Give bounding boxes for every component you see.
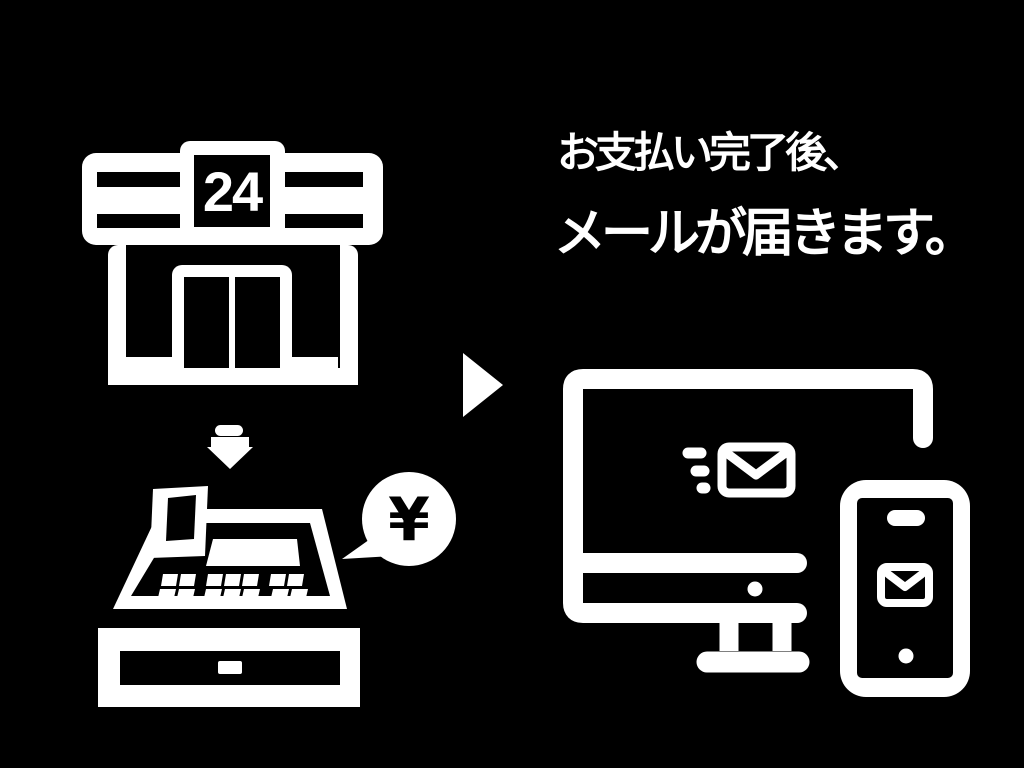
speed-lines — [682, 447, 711, 494]
envelope-flap — [723, 449, 789, 480]
store-window-sill-left — [126, 357, 172, 368]
desktop-monitor-icon — [563, 369, 933, 673]
email-send-icon — [682, 442, 796, 498]
smartphone-icon — [840, 480, 970, 697]
register-keys-row1 — [161, 574, 304, 586]
register-display — [206, 539, 300, 566]
yen-symbol: ¥ — [388, 485, 430, 555]
right-triangle-icon — [463, 353, 503, 417]
register-keys-row2 — [157, 589, 308, 602]
monitor-power-dot — [747, 581, 763, 597]
store-window-sill-right — [292, 357, 338, 368]
register-drawer-handle — [218, 661, 242, 674]
envelope-body — [717, 442, 796, 498]
register-receipt-slot — [166, 495, 196, 541]
yen-speech-bubble-icon — [342, 472, 456, 566]
monitor-frame — [563, 369, 933, 623]
store-24h-sign-text: 24 — [202, 159, 263, 223]
store-base — [108, 368, 358, 385]
cash-register-icon — [98, 486, 360, 707]
email-icon — [877, 563, 933, 607]
monitor-stand-legs — [719, 614, 792, 651]
phone-speaker — [887, 510, 925, 526]
heading-line1: お支払い完了後、 — [557, 129, 865, 176]
phone-home-dot — [898, 648, 914, 664]
store-door-panels — [184, 277, 280, 368]
down-arrow-icon — [207, 425, 253, 469]
convenience-store-icon — [82, 141, 383, 385]
heading-line2: メールが届きます。 — [554, 205, 977, 263]
store-awning-stripes — [97, 172, 363, 228]
bubble-tail — [342, 537, 392, 559]
store-sign-panel — [194, 155, 270, 227]
